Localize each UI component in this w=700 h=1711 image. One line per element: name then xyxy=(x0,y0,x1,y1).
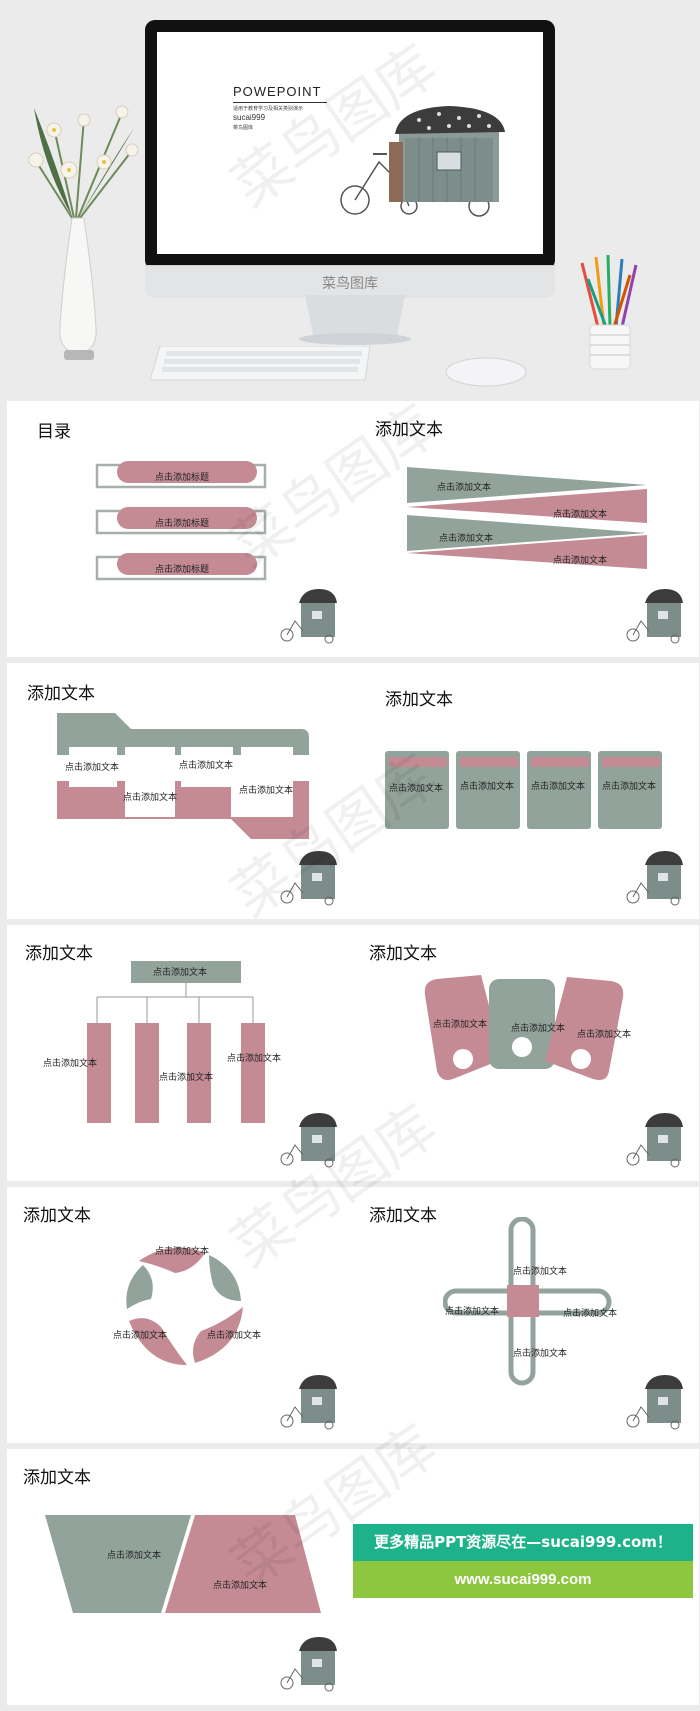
slide-6[interactable]: 添加文本 点击添加文本 点击添加文本 点击添加文本 xyxy=(353,925,699,1181)
card-label[interactable]: 点击添加文本 xyxy=(389,781,443,794)
pencil-cup-image xyxy=(578,255,648,375)
slide-title: 添加文本 xyxy=(23,1463,91,1488)
house-cart-icon xyxy=(625,587,685,645)
cover-brand: 菜鸟图库 xyxy=(233,124,253,131)
slide-title: 添加文本 xyxy=(369,1201,437,1226)
slide-2[interactable]: 添加文本 点击添加文本 点击添加文本 点击添加文本 点击添加文本 xyxy=(353,401,699,657)
card-label[interactable]: 点击添加文本 xyxy=(602,779,656,792)
cover-underline xyxy=(233,102,327,103)
house-cart-icon xyxy=(279,849,339,907)
house-cart-icon xyxy=(279,587,339,645)
slide-3[interactable]: 添加文本 点击添加文本 点击添加文本 点击添加文本 点击添加文本 xyxy=(7,663,353,919)
monitor-screen: POWEPOINT 适用于教育学习及相关类别演示 sucai999 菜鸟图库 xyxy=(157,32,543,254)
fan-label[interactable]: 点击添加文本 xyxy=(433,1017,487,1030)
cross-label[interactable]: 点击添加文本 xyxy=(445,1304,499,1317)
slide-title: 添加文本 xyxy=(385,685,453,710)
band-label[interactable]: 点击添加文本 xyxy=(437,480,491,493)
petal-label[interactable]: 点击添加文本 xyxy=(113,1328,167,1341)
tab-label[interactable]: 点击添加文本 xyxy=(239,783,293,796)
tab-label[interactable]: 点击添加文本 xyxy=(179,758,233,771)
hero-banner: 菜鸟图库 POWEPOINT 适用于教育学习及相关类别演示 sucai999 菜… xyxy=(0,0,700,395)
trapezoid-diagram xyxy=(45,1515,335,1615)
cross-label[interactable]: 点击添加文本 xyxy=(513,1346,567,1359)
promo-url[interactable]: www.sucai999.com xyxy=(454,1571,591,1588)
slide-4[interactable]: 添加文本 点击添加文本 点击添加文本 点击添加文本 点击添加文本 xyxy=(353,663,699,919)
cover-subtitle: 适用于教育学习及相关类别演示 xyxy=(233,105,303,112)
tab-diagram xyxy=(51,713,311,839)
house-cart-icon xyxy=(625,849,685,907)
toc-item[interactable]: 点击添加标题 xyxy=(155,516,209,529)
monitor-chin: 菜鸟图库 xyxy=(145,265,555,298)
org-chart xyxy=(87,961,277,1131)
keyboard-image xyxy=(150,346,375,382)
trapezoid-label[interactable]: 点击添加文本 xyxy=(107,1548,161,1561)
slide-title: 添加文本 xyxy=(25,939,93,964)
house-cart-icon xyxy=(279,1635,339,1693)
promo-bar-green[interactable]: www.sucai999.com xyxy=(353,1561,693,1598)
card-label[interactable]: 点击添加文本 xyxy=(531,779,585,792)
cross-label[interactable]: 点击添加文本 xyxy=(563,1306,617,1319)
flower-vase-image xyxy=(14,88,154,368)
house-cart-icon xyxy=(279,1373,339,1431)
slide-8[interactable]: 添加文本 点击添加文本 点击添加文本 点击添加文本 点击添加文本 xyxy=(353,1187,699,1443)
card-label[interactable]: 点击添加文本 xyxy=(460,779,514,792)
org-label[interactable]: 点击添加文本 xyxy=(43,1056,97,1069)
cross-label[interactable]: 点击添加文本 xyxy=(513,1264,567,1277)
house-cart-icon xyxy=(625,1373,685,1431)
promo-panel: 更多精品PPT资源尽在—sucai999.com！ www.sucai999.c… xyxy=(353,1449,699,1705)
slide-5[interactable]: 添加文本 点击添加文本 点击添加文本 点击添加文本 点击添加文本 xyxy=(7,925,353,1181)
house-cart-image xyxy=(329,102,519,222)
slide-title: 添加文本 xyxy=(375,415,443,440)
fan-label[interactable]: 点击添加文本 xyxy=(511,1021,565,1034)
slide-title: 添加文本 xyxy=(369,939,437,964)
promo-line1[interactable]: 更多精品PPT资源尽在—sucai999.com！ xyxy=(374,1533,672,1551)
slide-title: 添加文本 xyxy=(23,1201,91,1226)
tab-label[interactable]: 点击添加文本 xyxy=(65,760,119,773)
petal-ring xyxy=(117,1239,257,1379)
house-cart-icon xyxy=(625,1111,685,1169)
band-label[interactable]: 点击添加文本 xyxy=(439,531,493,544)
band-label[interactable]: 点击添加文本 xyxy=(553,507,607,520)
monitor-stand-image xyxy=(285,295,425,350)
slide-9[interactable]: 添加文本 点击添加文本 点击添加文本 xyxy=(7,1449,353,1705)
org-label[interactable]: 点击添加文本 xyxy=(159,1070,213,1083)
toc-item[interactable]: 点击添加标题 xyxy=(155,470,209,483)
house-cart-icon xyxy=(279,1111,339,1169)
slide-title: 目录 xyxy=(37,417,71,442)
org-label[interactable]: 点击添加文本 xyxy=(227,1051,281,1064)
cover-title: POWEPOINT xyxy=(233,84,321,99)
petal-label[interactable]: 点击添加文本 xyxy=(207,1328,261,1341)
tab-label[interactable]: 点击添加文本 xyxy=(123,790,177,803)
monitor-brand-text: 菜鸟图库 xyxy=(145,273,555,293)
monitor: 菜鸟图库 POWEPOINT 适用于教育学习及相关类别演示 sucai999 菜… xyxy=(145,20,555,300)
org-top-label[interactable]: 点击添加文本 xyxy=(153,965,207,978)
mouse-image xyxy=(444,355,528,389)
fan-label[interactable]: 点击添加文本 xyxy=(577,1027,631,1040)
petal-label[interactable]: 点击添加文本 xyxy=(155,1244,209,1257)
toc-item[interactable]: 点击添加标题 xyxy=(155,562,209,575)
band-label[interactable]: 点击添加文本 xyxy=(553,553,607,566)
slide-7[interactable]: 添加文本 点击添加文本 点击添加文本 点击添加文本 xyxy=(7,1187,353,1443)
slide-toc[interactable]: 目录 点击添加标题 点击添加标题 点击添加标题 xyxy=(7,401,353,657)
cross-diagram xyxy=(443,1217,613,1387)
slide-title: 添加文本 xyxy=(27,679,95,704)
cover-site: sucai999 xyxy=(233,113,265,122)
trapezoid-label[interactable]: 点击添加文本 xyxy=(213,1578,267,1591)
promo-bar-teal[interactable]: 更多精品PPT资源尽在—sucai999.com！ xyxy=(353,1524,693,1561)
